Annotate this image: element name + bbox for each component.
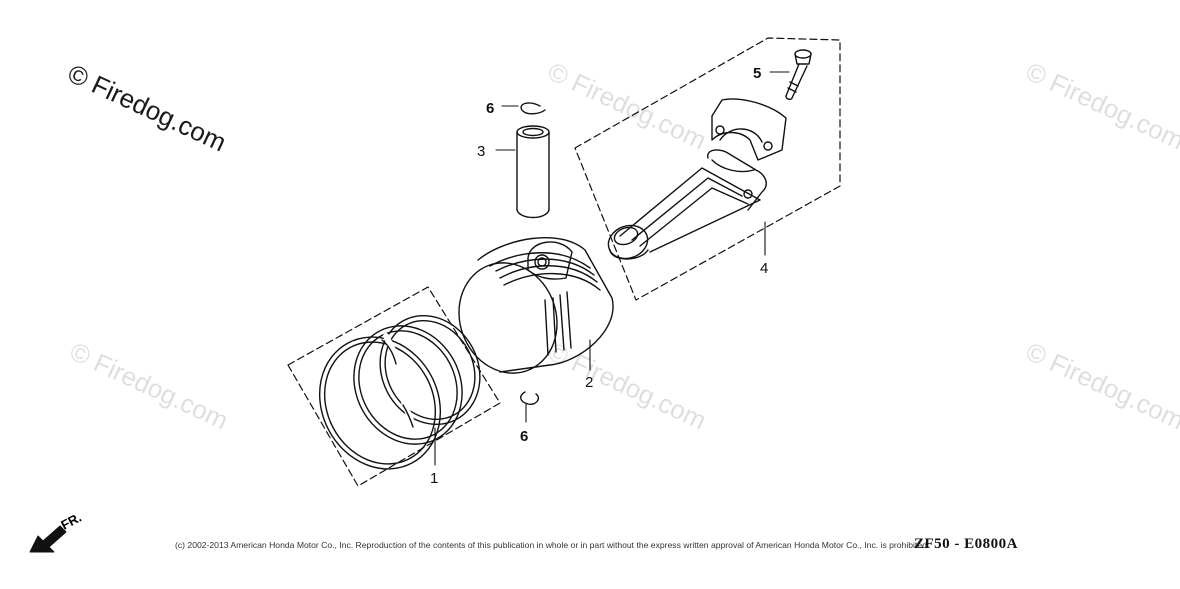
callout-2: 2 [585,374,593,391]
connecting-rod[interactable] [574,37,841,301]
front-direction-arrow-icon [29,525,67,553]
copyright-notice: (c) 2002-2013 American Honda Motor Co., … [175,540,930,550]
callout-5: 5 [753,65,761,82]
callout-6-bottom: 6 [520,428,528,445]
bolt[interactable] [785,49,812,101]
piston-pin-clip-top[interactable] [520,102,546,115]
piston-pin-clip-bottom[interactable] [520,391,540,406]
callout-1: 1 [430,470,438,487]
callout-3: 3 [477,143,485,160]
callout-6-top: 6 [486,100,494,117]
piston-ring-set[interactable] [287,286,501,490]
callout-4: 4 [760,260,768,277]
diagram-code: ZF50 - E0800A [914,536,1018,552]
piston[interactable] [444,237,614,387]
piston-pin[interactable] [516,125,550,219]
